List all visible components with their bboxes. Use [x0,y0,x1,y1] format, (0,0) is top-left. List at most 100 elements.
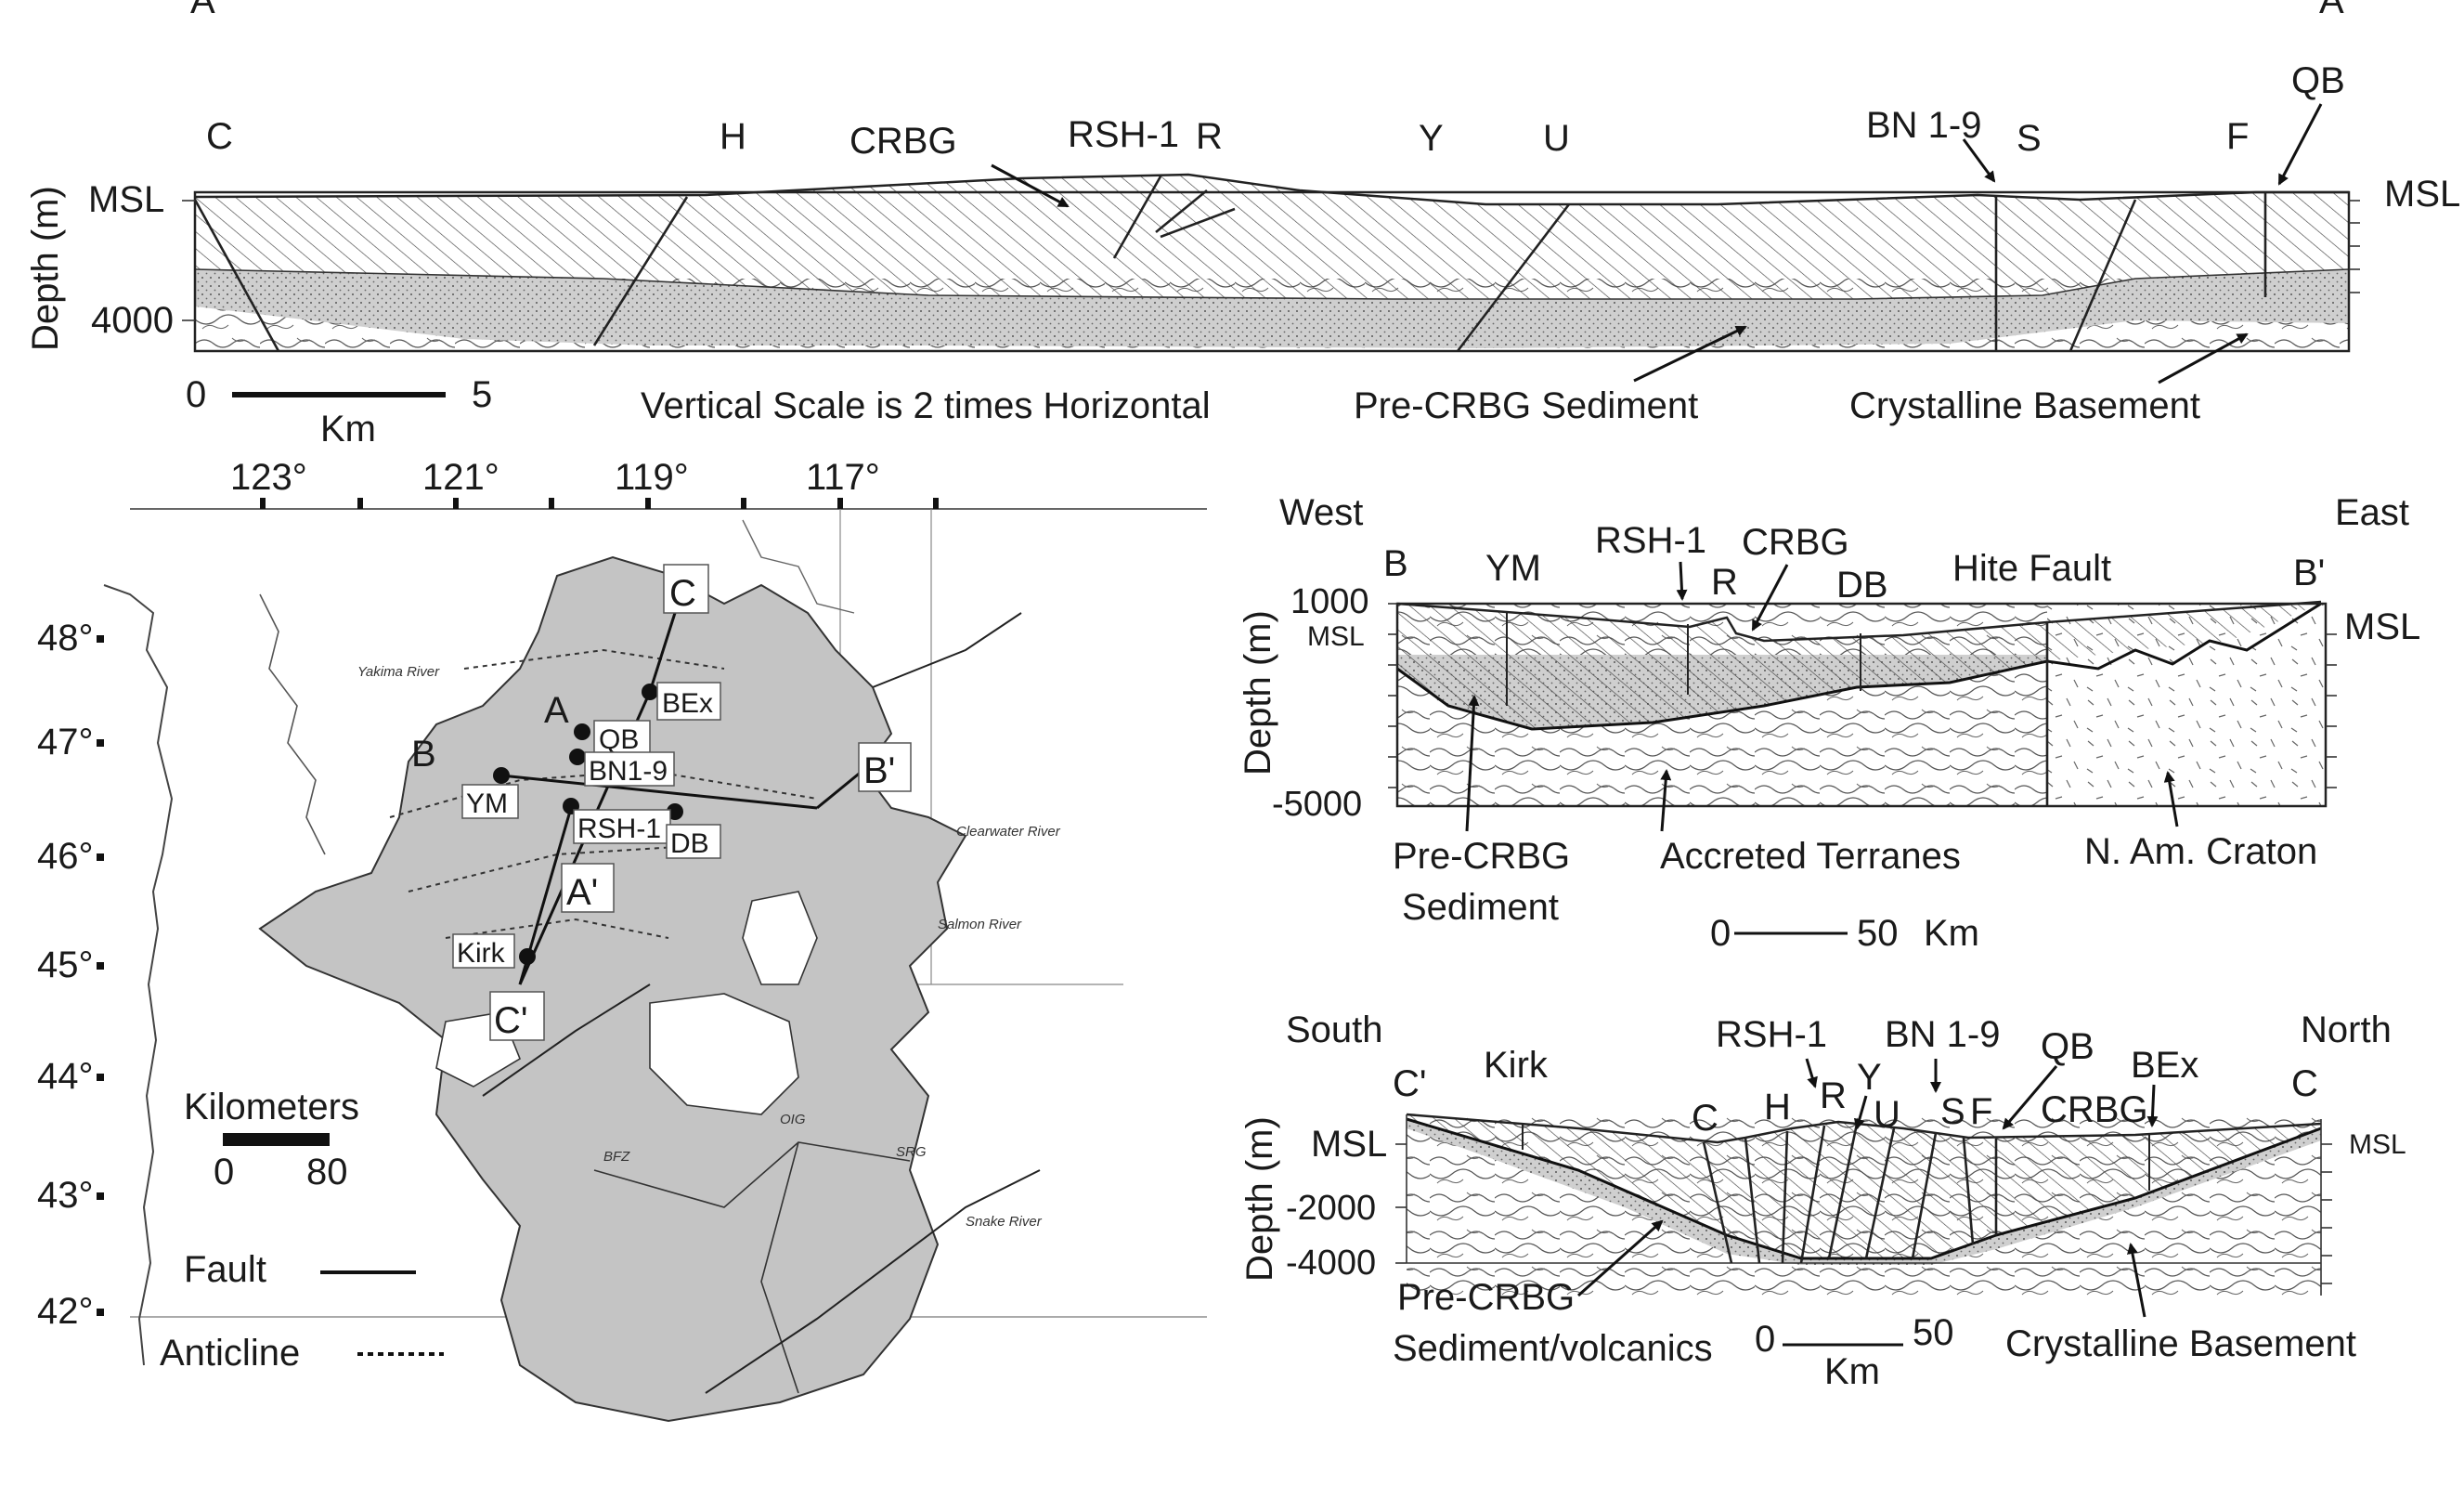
map-inlier-1 [742,891,818,985]
well-bn-dot [569,749,586,765]
map-longitude-ticks [260,498,939,509]
lat-46-label: 46° [37,836,94,877]
pre-crbg-unit-c [1407,1119,2321,1265]
crbg-unit-b [1397,602,2321,729]
station-f-label-c: F [1970,1091,1992,1132]
coastline [103,584,174,1366]
station-s-label-c: S [1940,1091,1965,1132]
crbg-label-b: CRBG [1742,522,1849,563]
map-b-prime-label: B' [863,750,895,791]
station-r-label-b: R [1711,562,1738,603]
section-c-start-label: C' [1393,1063,1427,1104]
qb-arrow [2277,103,2323,186]
south-label: South [1286,1010,1383,1050]
cross-section-b: West East B B' YM RSH [1238,492,2420,954]
map-bex-label: BEx [662,688,713,719]
map-a-label: A [544,690,569,731]
snake-river-label: Snake River [966,1214,1043,1230]
depth-minus4000-label-c: -4000 [1286,1244,1376,1283]
station-kirk-label-c: Kirk [1484,1045,1549,1086]
section-c-end-label: C [2291,1063,2318,1104]
station-r-label: R [1196,116,1223,157]
scale-fifty-b: 50 [1857,913,1899,954]
pre-crbg-label-a: Pre-CRBG Sediment [1354,385,1698,426]
depth-4000-label: 4000 [91,300,174,341]
map-scale-title: Kilometers [184,1087,359,1127]
pre-crbg-label-b-1: Pre-CRBG [1393,836,1570,877]
basement-arrow-a [2158,332,2249,384]
msl-left-label-a: MSL [88,179,164,220]
map-scale-zero: 0 [214,1152,234,1192]
legend-anticline-label: Anticline [160,1333,300,1374]
section-a-start-label: A [190,0,215,21]
lat-42-label: 42° [37,1291,94,1332]
map-db-label: DB [670,828,709,859]
accreted-terranes-label: Accreted Terranes [1660,836,1961,877]
bn19-arrow [1962,138,1996,183]
cross-section-a: A A' C H RSH-1 [25,0,2460,449]
section-a-end-label: A' [2319,0,2351,21]
cross-section-c: South North C' C [1239,1010,2406,1392]
lat-48-label: 48° [37,618,94,658]
map-b-label: B [411,734,436,775]
location-map: 123° 121° 119° 117° 48° 47° 46° 45° 44° … [37,457,1207,1423]
lat-45-label: 45° [37,944,94,985]
section-b-start-label: B [1383,543,1408,584]
station-qb-label: QB [2291,60,2345,101]
lat-43-label: 43° [37,1175,94,1216]
well-bex-dot [642,684,658,700]
crbg-label: CRBG [849,121,957,162]
depth-axis-label-c: Depth (m) [1239,1116,1280,1282]
station-u-label: U [1543,118,1570,159]
station-c-label-c: C [1692,1098,1718,1139]
pre-crbg-label-b-2: Sediment [1402,887,1559,928]
station-rsh1-label: RSH-1 [1068,114,1179,155]
well-kirk-dot [519,948,536,965]
lat-47-label: 47° [37,722,94,762]
depth-axis-label-a: Depth (m) [25,186,66,351]
msl-right-label-b: MSL [2344,606,2420,647]
basement-label-a: Crystalline Basement [1849,385,2200,426]
scale-fifty-c: 50 [1913,1312,1954,1353]
station-rsh1-label-b: RSH-1 [1595,520,1706,561]
pre-crbg-label-c-2: Sediment/volcanics [1393,1328,1713,1369]
depth-1000-label: 1000 [1290,582,1369,621]
vertical-scale-note: Vertical Scale is 2 times Horizontal [641,385,1211,426]
map-inlier-2 [649,993,799,1115]
station-ym-label-b: YM [1485,548,1541,589]
section-b-end-label: B' [2293,553,2325,593]
map-latitude-labels: 48° 47° 46° 45° 44° 43° 42° [37,618,104,1332]
puget-sound [259,593,326,855]
station-qb-label-c: QB [2041,1026,2094,1067]
scale-unit-a: Km [320,409,376,449]
crbg-province [258,555,967,1423]
msl-left-label-b: MSL [1307,621,1365,652]
west-label: West [1279,492,1363,533]
map-bn-label: BN1-9 [589,756,668,787]
pre-crbg-label-c-1: Pre-CRBG [1397,1277,1575,1318]
station-y-label: Y [1419,118,1444,159]
scale-unit-c: Km [1824,1351,1880,1392]
depth-ticks-b [1388,603,2337,788]
map-c-label: C [669,573,696,614]
station-c-label: C [206,116,233,157]
station-h-label: H [720,116,746,157]
map-qb-label: QB [599,724,639,755]
station-u-label-c: U [1874,1094,1900,1135]
scale-zero-b: 0 [1710,913,1731,954]
crbg-unit [195,175,2349,299]
basement-label-c: Crystalline Basement [2005,1323,2356,1364]
lon-119-label: 119° [615,457,689,498]
scale-zero-a: 0 [186,374,206,415]
map-ym-label: YM [466,788,508,819]
station-h-label-c: H [1764,1087,1791,1127]
station-db-label-b: DB [1836,565,1888,606]
yakima-river-label: Yakima River [357,664,440,680]
map-c-prime-label: C' [494,1000,528,1041]
map-scale-eighty: 80 [306,1152,348,1192]
depth-axis-label-b: Depth (m) [1238,610,1278,775]
msl-left-label-c: MSL [1311,1124,1387,1165]
lon-123-label: 123° [230,457,307,498]
well-qb-dot [574,723,590,740]
